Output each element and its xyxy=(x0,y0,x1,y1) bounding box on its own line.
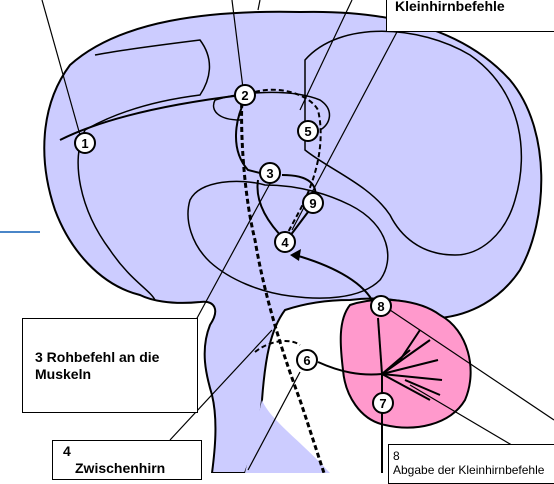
label-kleinhirnbefehle: Kleinhirnbefehle xyxy=(386,0,554,32)
label-abgabe: 8 Abgabe der Kleinhirnbefehle xyxy=(388,444,554,484)
marker-3-label: 3 xyxy=(266,166,273,181)
label-rohbefehl: 3 Rohbefehl an die Muskeln xyxy=(22,318,198,413)
label-zwischenhirn-name: Zwischenhirn xyxy=(75,460,201,477)
label-zwischenhirn: 4 Zwischenhirn xyxy=(52,440,202,480)
marker-4: 4 xyxy=(275,232,295,252)
label-abgabe-text: Abgabe der Kleinhirnbefehle xyxy=(393,463,554,477)
marker-5-label: 5 xyxy=(304,124,311,139)
label-kleinhirnbefehle-text: Kleinhirnbefehle xyxy=(395,0,505,14)
cerebellum xyxy=(341,300,471,428)
marker-8: 8 xyxy=(371,296,391,316)
marker-3: 3 xyxy=(260,163,280,183)
marker-6-label: 6 xyxy=(303,353,310,368)
marker-4-label: 4 xyxy=(281,235,289,250)
marker-1-label: 1 xyxy=(81,136,88,151)
marker-9: 9 xyxy=(303,193,323,213)
marker-7-label: 7 xyxy=(379,396,386,411)
marker-8-label: 8 xyxy=(377,299,384,314)
marker-5: 5 xyxy=(298,121,318,141)
label-abgabe-number: 8 xyxy=(393,449,554,463)
label-zwischenhirn-number: 4 xyxy=(63,443,201,460)
marker-7: 7 xyxy=(373,393,393,413)
marker-6: 6 xyxy=(297,350,317,370)
marker-1: 1 xyxy=(75,133,95,153)
marker-9-label: 9 xyxy=(309,196,316,211)
marker-2: 2 xyxy=(235,85,255,105)
marker-2-label: 2 xyxy=(241,88,248,103)
label-rohbefehl-text: 3 Rohbefehl an die Muskeln xyxy=(35,349,165,383)
